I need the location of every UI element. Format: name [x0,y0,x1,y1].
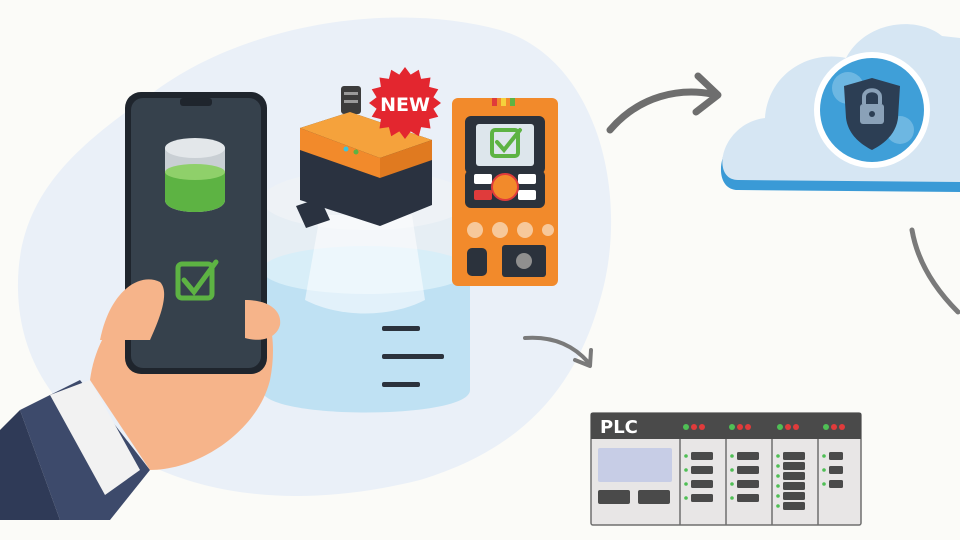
plc-unit: PLC [590,412,862,526]
arrow-from-cloud [909,227,960,315]
checkbox-checked-icon [490,128,522,158]
new-badge-text: NEW [380,94,430,116]
checkbox-checked-icon [175,259,219,301]
arrow-to-cloud [606,72,722,134]
cloud [720,24,960,192]
level-controller [452,98,558,286]
padlock-icon [860,88,884,124]
plc-label: PLC [600,417,638,438]
hand-holding-phone [0,92,281,520]
radar-sensor [296,86,432,228]
battery-level-icon [165,138,225,212]
arrow-to-plc [523,335,593,368]
new-badge: NEW [369,67,441,139]
